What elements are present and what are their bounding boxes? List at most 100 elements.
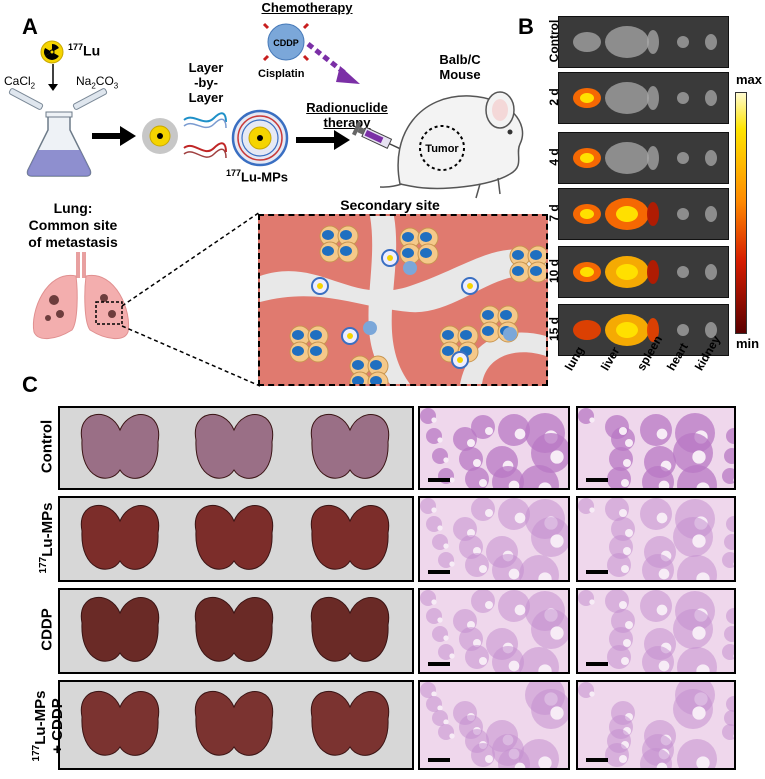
reagent-cacl2: CaCl2 (4, 74, 36, 91)
histology-panel (418, 680, 570, 770)
panel-label-c: C (22, 372, 38, 397)
scale-bar (586, 570, 608, 574)
cddp-small (403, 261, 417, 275)
lung-specimen (194, 505, 274, 570)
organ-signal (647, 202, 659, 226)
isotope-label: 177Lu (68, 42, 101, 59)
histology-panel (576, 680, 736, 770)
organ-signal (605, 26, 649, 58)
chemotherapy-label: Chemotherapy (261, 0, 353, 15)
organ-signal (647, 30, 659, 54)
histology-panel (576, 406, 736, 490)
organ-signal (677, 36, 689, 48)
organ-signal (605, 142, 649, 174)
ivis-image-row (558, 132, 729, 184)
lung-specimen (310, 414, 390, 479)
organ-signal (647, 146, 659, 170)
organ-signal (573, 32, 601, 52)
flow-arrow-down (48, 64, 58, 91)
ivis-row-label: Control (547, 19, 561, 63)
zoom-lines (121, 211, 261, 387)
lung-illustration (32, 252, 130, 339)
scale-bar (428, 758, 450, 762)
lung-specimen (80, 691, 160, 756)
ivis-row-label: 4 d (547, 148, 561, 166)
lu-mps-label: 177Lu-MPs (226, 168, 288, 185)
reagent-na2co3: Na2CO3 (76, 74, 119, 91)
ivis-row-label: 7 d (547, 204, 561, 222)
treatment-group-label: 177Lu-MPs (38, 502, 56, 574)
process-arrow-2 (296, 130, 350, 150)
histology-panel (576, 496, 736, 582)
organ-signal (647, 260, 659, 284)
lung-specimen (310, 691, 390, 756)
organ-signal (705, 150, 717, 166)
scale-bar (428, 662, 450, 666)
ivis-image-row (558, 72, 729, 124)
lung-photo-panel (58, 680, 414, 770)
histology-panel (418, 496, 570, 582)
ivis-image-row (558, 16, 729, 68)
lung-specimen (80, 414, 160, 479)
mouse-illustration: Tumor (380, 91, 524, 199)
lung-specimen (194, 691, 274, 756)
treatment-group-label: Control (38, 419, 56, 474)
treatment-group-label: CDDP (38, 608, 56, 651)
histology-panel (418, 406, 570, 490)
core-particle (140, 116, 180, 156)
radiation-icon (40, 40, 64, 64)
panel-label-a: A (22, 14, 38, 39)
secondary-site-label: Secondary site (340, 197, 440, 213)
cddp-small (503, 327, 517, 341)
syringe-icon (352, 121, 401, 150)
organ-signal (677, 208, 689, 220)
organ-signal (605, 82, 649, 114)
reaction-flask (8, 88, 108, 177)
organ-signal (677, 324, 689, 336)
organ-signal (705, 322, 717, 338)
cddp-text: CDDP (273, 38, 299, 48)
secondary-site-illustration (258, 214, 548, 386)
ivis-row-label: 10 d (547, 259, 561, 284)
organ-signal (677, 266, 689, 278)
ivis-row-label: 15 d (547, 317, 561, 342)
polymer-layers-icon (183, 112, 227, 159)
lu-mp-particle (231, 109, 289, 167)
lung-specimen (194, 414, 274, 479)
organ-signal (677, 92, 689, 104)
ivis-image-row (558, 246, 729, 298)
ivis-image-row (558, 188, 729, 240)
cddp-small (363, 321, 377, 335)
organ-signal (705, 90, 717, 106)
ivis-row-label: 2 d (547, 88, 561, 106)
panel-label-b: B (518, 14, 534, 39)
treatment-group-label: 177Lu-MPs+ CDDP (31, 690, 66, 762)
ivis-image-row (558, 304, 729, 356)
intensity-colorbar (735, 92, 747, 334)
lung-specimen (194, 597, 274, 662)
organ-signal (705, 206, 717, 222)
scale-bar (428, 478, 450, 482)
cddp-particle: CDDP (262, 22, 310, 62)
organ-signal (705, 34, 717, 50)
organ-signal (647, 318, 659, 342)
histology-panel (418, 588, 570, 674)
colorbar-min-label: min (736, 336, 760, 351)
layer-by-layer-label: Layer-by-Layer (188, 60, 224, 105)
lung-specimen (80, 597, 160, 662)
scale-bar (586, 478, 608, 482)
organ-signal (677, 152, 689, 164)
process-arrow-1 (92, 126, 136, 146)
organ-signal (647, 86, 659, 110)
lung-photo-panel (58, 496, 414, 582)
scale-bar (586, 662, 608, 666)
scale-bar (428, 570, 450, 574)
colorbar-max-label: max (736, 72, 763, 87)
histology-panel (576, 588, 736, 674)
lung-specimen (310, 505, 390, 570)
lung-photo-panel (58, 406, 414, 490)
organ-signal (573, 320, 601, 340)
lung-specimen (80, 505, 160, 570)
